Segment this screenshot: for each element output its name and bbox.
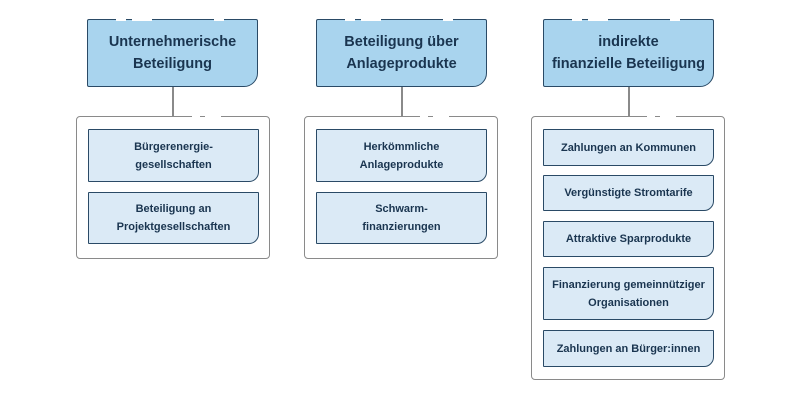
item-label: Schwarm- finanzierungen bbox=[362, 203, 441, 233]
item-finanzierung-gemeinnuetziger-organisationen: Finanzierung gemeinnütziger Organisation… bbox=[543, 267, 714, 320]
connector-line bbox=[172, 87, 174, 116]
item-label: Finanzierung gemeinnütziger Organisation… bbox=[552, 278, 705, 309]
item-buergerenergiegesellschaften: Bürgerenergie- gesellschaften bbox=[88, 129, 259, 182]
item-zahlungen-an-kommunen: Zahlungen an Kommunen bbox=[543, 129, 714, 166]
heading-beteiligung-ueber-anlageprodukte: Beteiligung über Anlageprodukte bbox=[316, 17, 487, 87]
item-label: Bürgerenergie- gesellschaften bbox=[134, 140, 213, 171]
item-label: Vergünstigte Stromtarife bbox=[564, 187, 693, 199]
item-beteiligung-an-projektgesellschaften: Beteiligung an Projektgesellschaften bbox=[88, 192, 259, 244]
item-zahlungen-an-buergerinnen: Zahlungen an Bürger:innen bbox=[543, 330, 714, 367]
connector-line bbox=[401, 87, 403, 116]
connector-line bbox=[628, 87, 630, 116]
item-label: Attraktive Sparprodukte bbox=[565, 233, 692, 245]
group-beteiligung-ueber-anlageprodukte: Herkömmliche Anlageprodukte Schwarm- fin… bbox=[304, 114, 498, 259]
item-attraktive-sparprodukte: Attraktive Sparprodukte bbox=[543, 221, 714, 257]
item-label: Zahlungen an Bürger:innen bbox=[556, 342, 701, 355]
group-indirekte-finanzielle-beteiligung: Zahlungen an Kommunen Vergünstigte Strom… bbox=[531, 114, 725, 380]
heading-unternehmerische-beteiligung: Unternehmerische Beteiligung bbox=[87, 17, 258, 87]
item-schwarmfinanzierungen: Schwarm- finanzierungen bbox=[316, 192, 487, 244]
item-label: Herkömmliche Anlageprodukte bbox=[359, 140, 444, 171]
heading-label: Unternehmerische Beteiligung bbox=[108, 34, 237, 72]
heading-label: Beteiligung über Anlageprodukte bbox=[344, 34, 459, 72]
item-label: Beteiligung an Projektgesellschaften bbox=[116, 203, 231, 233]
item-verguenstigte-stromtarife: Vergünstigte Stromtarife bbox=[543, 175, 714, 211]
item-herkoemmliche-anlageprodukte: Herkömmliche Anlageprodukte bbox=[316, 129, 487, 182]
group-unternehmerische-beteiligung: Bürgerenergie- gesellschaften Beteiligun… bbox=[76, 114, 270, 259]
heading-indirekte-finanzielle-beteiligung: indirekte finanzielle Beteiligung bbox=[543, 17, 714, 87]
item-label: Zahlungen an Kommunen bbox=[560, 141, 697, 154]
heading-label: indirekte finanzielle Beteiligung bbox=[551, 34, 706, 72]
